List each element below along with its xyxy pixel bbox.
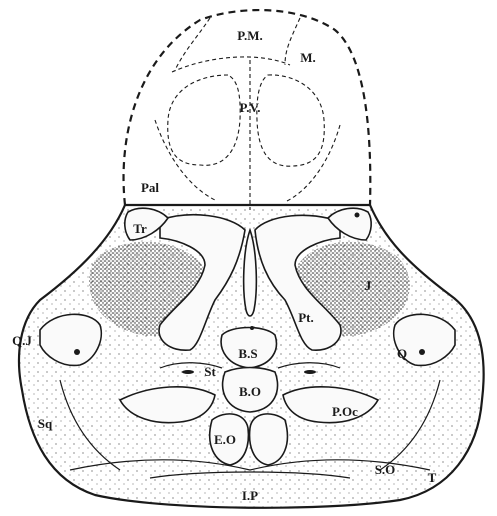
label-basioccipital: B.O (239, 384, 261, 399)
premaxilla-maxilla-suture (285, 18, 300, 65)
label-prevomer: P.V. (240, 100, 261, 115)
palatine-left-suture (155, 120, 215, 200)
premaxilla-suture (175, 18, 210, 70)
label-supraoccipital: S.O (375, 462, 396, 477)
palatine-right-suture (285, 125, 340, 202)
foramen-dot (250, 326, 254, 330)
label-paroccipital: P.Oc (332, 404, 358, 419)
quadrate-foramen-right (419, 349, 425, 355)
prevomer-left (168, 75, 240, 165)
stapes-foramen-right (304, 370, 316, 374)
label-quadrate: Q (397, 346, 407, 361)
label-basisphenoid: B.S (238, 346, 257, 361)
label-palatine: Pal (141, 180, 159, 195)
label-maxilla: M. (300, 50, 316, 65)
label-tabular: T (428, 470, 437, 485)
label-quadratojugal: Q.J (12, 333, 32, 348)
stapes-foramen-left (182, 370, 194, 374)
label-interparietal: I.P (242, 488, 258, 503)
exoccipital-right (250, 414, 288, 465)
quadrate-foramen-left (74, 349, 80, 355)
label-exoccipital: E.O (214, 432, 236, 447)
label-stapes: St (204, 364, 216, 379)
foramen-dot (355, 213, 360, 218)
label-pterygoid: Pt. (298, 310, 314, 325)
label-jugal: J (365, 278, 372, 293)
label-premaxilla: P.M. (237, 28, 263, 43)
label-transverse: Tr (133, 221, 147, 236)
prevomer-right (257, 75, 324, 166)
snout-crossline (172, 57, 290, 72)
label-squamosal: Sq (38, 416, 53, 431)
